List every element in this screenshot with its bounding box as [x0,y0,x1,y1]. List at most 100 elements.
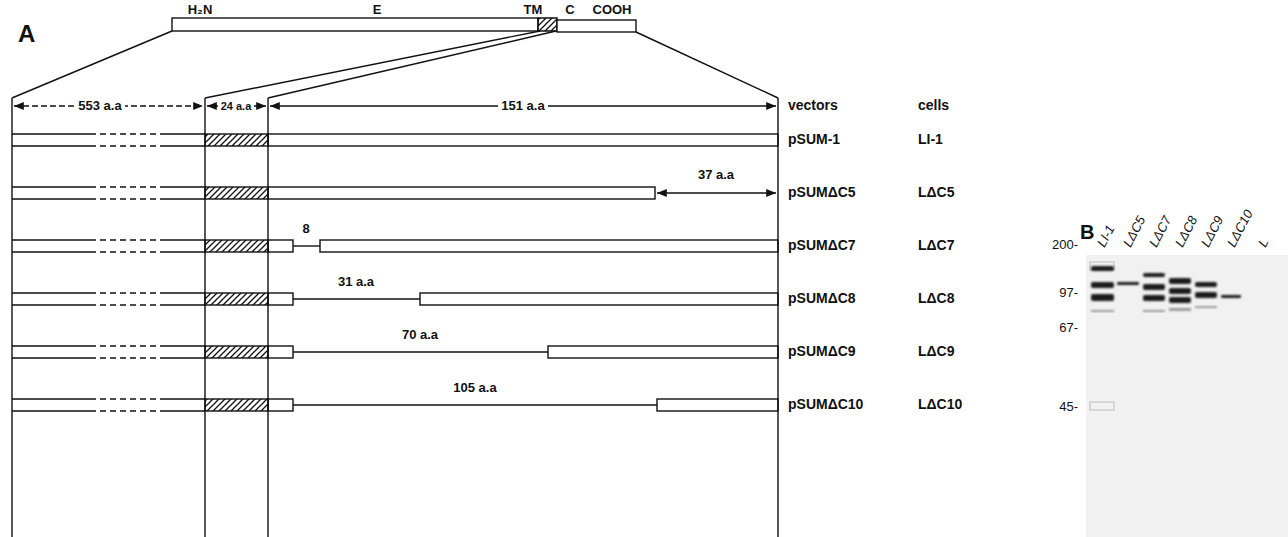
figure-rect [1169,308,1191,311]
domain-label: C [565,3,574,17]
mw-marker: 97- [1059,286,1078,300]
figure-rect [1195,306,1217,308]
panel-letter: A [18,21,35,47]
figure-group [1086,255,1288,537]
figure-rect [1091,310,1114,312]
figure-rect [1143,284,1165,290]
figure-line [267,98,268,537]
figure-rect [420,293,778,305]
figure-rect [1143,295,1165,301]
vector-name: pSUMΔC7 [788,238,856,253]
figure-rect [205,134,268,146]
figure-rect [268,240,293,252]
figure-path [12,399,205,411]
figure-rect [205,399,268,411]
cell-line: LI-1 [918,132,943,147]
vector-name: pSUM-1 [788,132,840,147]
figure-line [12,31,172,98]
figure-rect [205,187,268,199]
figure-rect [1091,282,1114,288]
length-label: 24 a.a [218,100,255,112]
figure-path [90,187,165,199]
figure-line [293,351,548,352]
deletion-length: 37 a.a [698,168,734,182]
figure-group [12,293,778,305]
vector-name: pSUMΔC8 [788,291,856,306]
length-label: 151 a.a [498,99,547,113]
figure-rect [268,134,778,146]
figure-rect [320,240,778,252]
figure-rect [1169,278,1191,284]
figure-path [12,240,205,252]
cell-line: LΔC8 [918,291,955,306]
domain-label: TM [524,3,543,17]
figure-rect [1143,310,1165,312]
figure-rect [1117,282,1139,285]
figure-line [293,404,657,405]
lane-label: LΔC9 [1199,214,1227,249]
figure-rect [1169,288,1191,294]
figure-group [12,18,778,537]
length-label: 553 a.a [75,99,124,113]
figure-rect [548,346,778,358]
panel-letter: B [1080,221,1094,243]
figure-group [1091,306,1217,312]
figure-group [12,346,778,358]
figure-rect [1169,297,1191,303]
lane-label: LΔC10 [1225,207,1256,249]
figure-rect [1091,266,1114,271]
cell-line: LΔC9 [918,344,955,359]
lane-label: LI-1 [1095,223,1118,249]
figure-rect [205,293,268,305]
figure-line [777,98,778,537]
cell-line: LΔC10 [918,397,962,412]
figure-group [12,187,776,199]
figure-line [204,98,205,537]
figure-rect [1195,282,1217,287]
deletion-length: 105 a.a [453,381,496,395]
figure-rect [1090,402,1114,410]
lane-label: LΔC5 [1121,214,1149,249]
figure-rect [1143,273,1165,277]
figure-group [12,240,778,252]
figure-line [293,245,320,246]
deletion-length: 31 a.a [338,275,374,289]
figure-group [1091,266,1241,303]
cell-line: LΔC5 [918,185,955,200]
mw-marker: 200- [1052,238,1078,252]
figure-rect [268,399,293,411]
deletion-length: 8 [302,222,309,236]
lane-label: LΔC7 [1147,214,1175,249]
mw-marker: 67- [1059,321,1078,335]
column-header: vectors [788,98,838,113]
figure-path [90,399,165,411]
figure-rect [268,293,293,305]
figure-rect [268,346,293,358]
figure-group [12,134,778,146]
vector-name: pSUMΔC5 [788,185,856,200]
deletion-length: 70 a.a [402,328,438,342]
figure-rect [1221,295,1241,298]
vector-name: pSUMΔC10 [788,397,863,412]
figure-rect [205,346,268,358]
figure-path [90,240,165,252]
figure-path [12,346,205,358]
figure-line [293,298,420,299]
figure-group [1090,262,1114,410]
cell-line: LΔC7 [918,238,955,253]
lane-label: LΔC8 [1173,214,1201,249]
figure-path [90,293,165,305]
figure-line [205,31,540,98]
mw-marker: 45- [1059,400,1078,414]
column-header: cells [918,98,949,113]
figure-path [12,187,205,199]
figure-rect [557,20,636,32]
figure-path [12,134,205,146]
figure-rect [205,240,268,252]
domain-label: H₂N [188,3,213,17]
figure-group [12,399,778,411]
figure-line [657,192,776,193]
figure-polygon [538,18,557,31]
figure-rect [657,399,778,411]
